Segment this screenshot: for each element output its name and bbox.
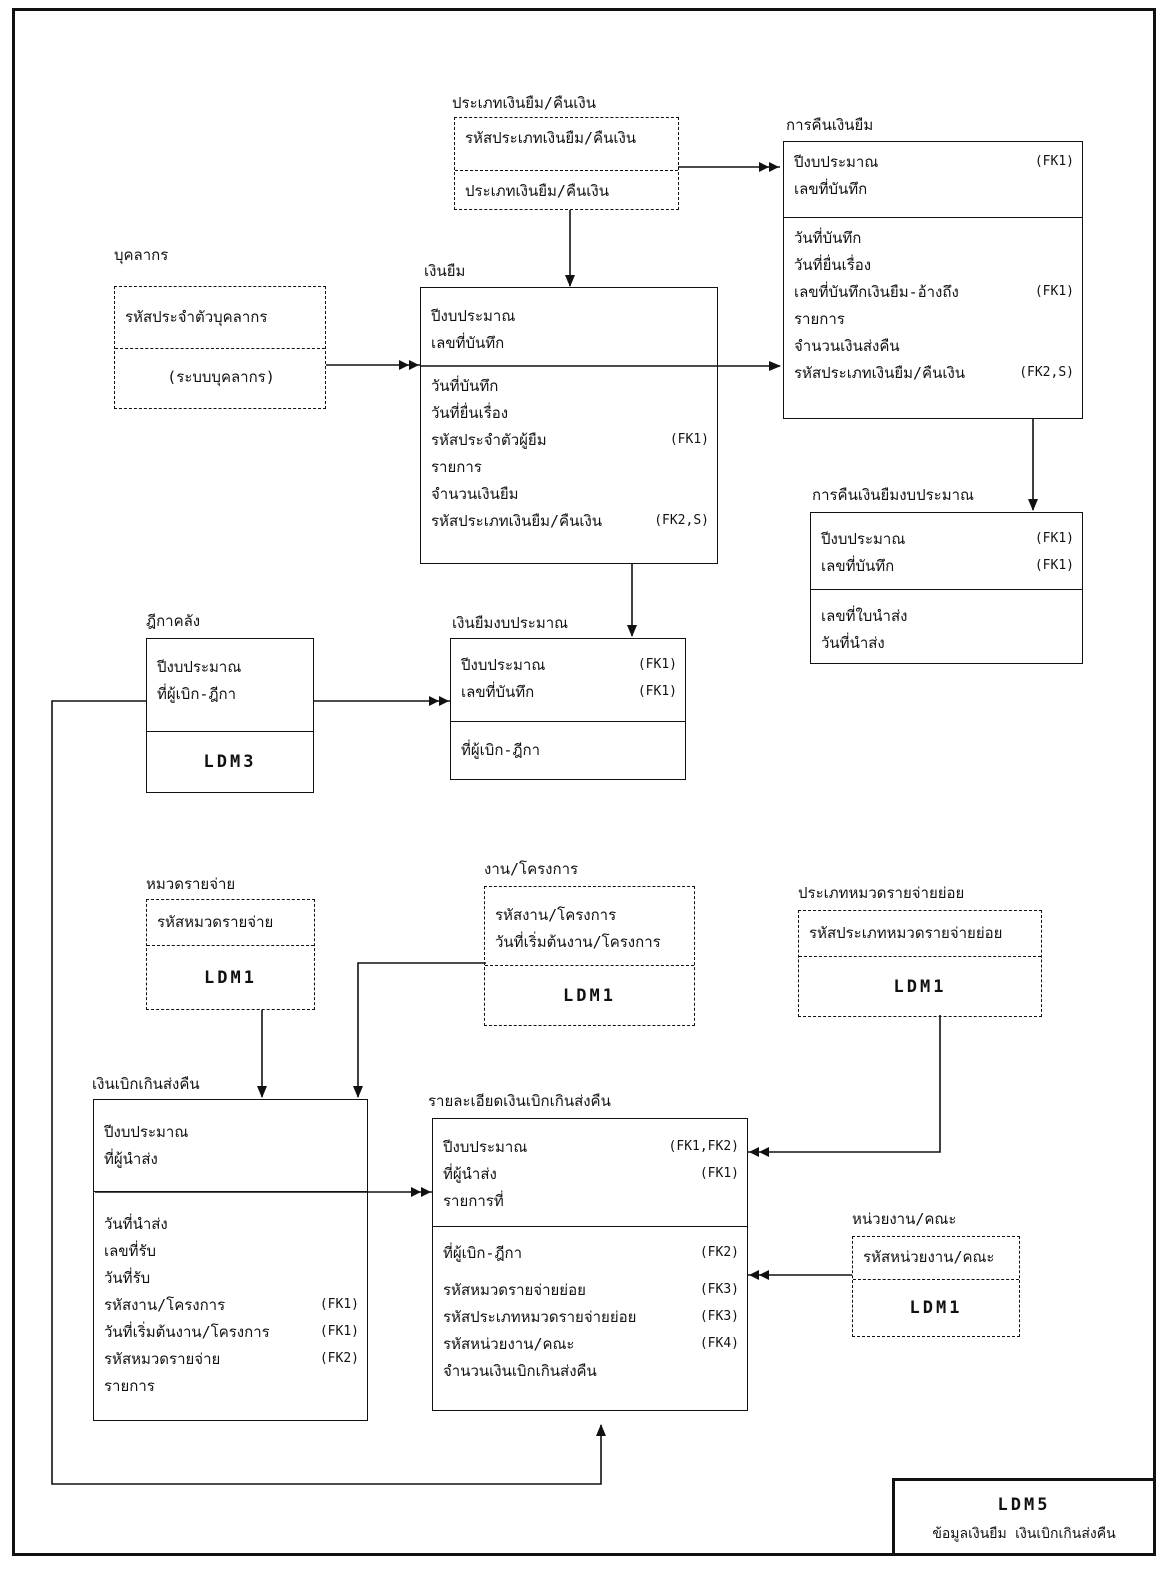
- entity-sub-expense-type: รหัสประเภทหมวดรายจ่ายย่อย LDM1: [798, 910, 1042, 1017]
- field: วันที่นำส่ง: [104, 1214, 168, 1233]
- ldm-reference: LDM1: [893, 976, 947, 997]
- entity-label-withdrawal: ฎีกาคลัง: [146, 612, 201, 630]
- diagram-code: LDM5: [997, 1495, 1051, 1515]
- ldm-reference: LDM1: [204, 967, 257, 988]
- field: รายการ: [431, 457, 482, 476]
- field: เลขที่บันทึก: [431, 333, 505, 352]
- field: ปีงบประมาณ: [431, 306, 516, 325]
- field: รหัสหน่วยงาน/คณะ(FK4): [443, 1334, 739, 1353]
- entity-label-expense-category: หมวดรายจ่าย: [146, 875, 236, 893]
- field: รหัสหมวดรายจ่าย(FK2): [104, 1349, 359, 1368]
- entity-withdrawal: ปีงบประมาณ ที่ผู้เบิก-ฎีกา LDM3: [146, 638, 314, 793]
- entity-label-loan-return-budget: การคืนเงินยืมงบประมาณ: [812, 486, 974, 504]
- field: ปีงบประมาณ(FK1,FK2): [443, 1137, 739, 1156]
- entity-label-project: งาน/โครงการ: [484, 860, 579, 878]
- field: ที่ผู้เบิก-ฎีกา: [461, 740, 541, 759]
- rel-project-overpayment: [353, 962, 486, 1098]
- field: วันที่บันทึก: [431, 376, 499, 395]
- entity-personnel: รหัสประจำตัวบุคลากร (ระบบบุคลากร): [114, 286, 326, 409]
- field: รหัสงาน/โครงการ(FK1): [104, 1295, 359, 1314]
- field: รหัสประเภทหมวดรายจ่ายย่อย: [809, 923, 1003, 942]
- field: รหัสประเภทเงินยืม/คืนเงิน(FK2,S): [794, 363, 1074, 382]
- field: รายการ: [794, 309, 845, 328]
- field: รหัสหมวดรายจ่ายย่อย(FK3): [443, 1280, 739, 1299]
- field: เลขที่รับ: [104, 1241, 157, 1260]
- field: จำนวนเงินยืม: [431, 484, 519, 503]
- entity-project: รหัสงาน/โครงการ วันที่เริ่มต้นงาน/โครงกา…: [484, 886, 695, 1026]
- field: ที่ผู้นำส่ง: [104, 1149, 158, 1168]
- field: วันที่รับ: [104, 1268, 151, 1287]
- ldm-reference: LDM3: [203, 751, 257, 772]
- field: เลขที่ใบนำส่ง: [821, 606, 908, 625]
- entity-loan-return-budget: ปีงบประมาณ(FK1) เลขที่บันทึก(FK1) เลขที่…: [810, 512, 1083, 664]
- diagram-title: ข้อมูลเงินยืม เงินเบิกเกินส่งคืน: [932, 1526, 1116, 1542]
- field: รหัสประเภทเงินยืม/คืนเงิน(FK2,S): [431, 511, 709, 530]
- rel-withdrawal-detail: [51, 700, 606, 1485]
- ldm-reference: LDM1: [909, 1297, 963, 1318]
- entity-label-sub-expense-type: ประเภทหมวดรายจ่ายย่อย: [798, 884, 965, 902]
- field: เลขที่บันทึก: [794, 179, 868, 198]
- entity-label-loan: เงินยืม: [424, 262, 466, 280]
- field: ปีงบประมาณ: [104, 1122, 189, 1141]
- entity-overpayment: ปีงบประมาณ ที่ผู้นำส่ง วันที่นำส่ง เลขที…: [93, 1099, 368, 1421]
- field: ที่ผู้นำส่ง(FK1): [443, 1164, 739, 1183]
- field: วันที่ยื่นเรื่อง: [794, 255, 872, 274]
- entity-expense-category: รหัสหมวดรายจ่าย LDM1: [146, 899, 315, 1010]
- entity-department: รหัสหน่วยงาน/คณะ LDM1: [852, 1236, 1020, 1337]
- entity-loan-return: ปีงบประมาณ(FK1) เลขที่บันทึก วันที่บันทึ…: [783, 141, 1083, 419]
- field: วันที่เริ่มต้นงาน/โครงการ: [495, 932, 661, 951]
- field: ที่ผู้เบิก-ฎีกา: [157, 684, 237, 703]
- rel-subexp-detail: [748, 1015, 941, 1157]
- field: จำนวนเงินเบิกเกินส่งคืน: [443, 1361, 597, 1380]
- entity-label-loan-type: ประเภทเงินยืม/คืนเงิน: [452, 94, 596, 112]
- entity-label-overpayment-detail: รายละเอียดเงินเบิกเกินส่งคืน: [428, 1092, 611, 1110]
- diagram-title-block: LDM5 ข้อมูลเงินยืม เงินเบิกเกินส่งคืน: [892, 1478, 1156, 1556]
- field: รหัสประจำตัวผู้ยืม(FK1): [431, 430, 709, 449]
- diagram-frame: [12, 8, 1156, 1556]
- field: ปีงบประมาณ(FK1): [821, 529, 1074, 548]
- field: รหัสประเภทเงินยืม/คืนเงิน: [465, 128, 637, 147]
- ldm-reference: LDM1: [563, 985, 616, 1006]
- entity-loan: ปีงบประมาณ เลขที่บันทึก วันที่บันทึก วัน…: [420, 287, 718, 564]
- field: ปีงบประมาณ(FK1): [461, 655, 677, 674]
- entity-label-overpayment: เงินเบิกเกินส่งคืน: [92, 1075, 200, 1093]
- entity-budget-loan: ปีงบประมาณ(FK1) เลขที่บันทึก(FK1) ที่ผู้…: [450, 638, 686, 780]
- field: วันที่นำส่ง: [821, 633, 885, 652]
- field: รหัสงาน/โครงการ: [495, 905, 617, 924]
- field: ปีงบประมาณ(FK1): [794, 152, 1074, 171]
- field: รหัสหน่วยงาน/คณะ: [863, 1247, 995, 1266]
- entity-overpayment-detail: ปีงบประมาณ(FK1,FK2) ที่ผู้นำส่ง(FK1) ราย…: [432, 1118, 748, 1411]
- entity-label-personnel: บุคลากร: [114, 246, 169, 264]
- field: วันที่ยื่นเรื่อง: [431, 403, 509, 422]
- field: เลขที่บันทึกเงินยืม-อ้างถึง(FK1): [794, 282, 1074, 301]
- field: เลขที่บันทึก(FK1): [461, 682, 677, 701]
- entity-label-loan-return: การคืนเงินยืม: [786, 116, 874, 134]
- field: ที่ผู้เบิก-ฎีกา(FK2): [443, 1243, 739, 1262]
- field: เลขที่บันทึก(FK1): [821, 556, 1074, 575]
- field: รหัสประจำตัวบุคลากร: [125, 307, 268, 326]
- field: จำนวนเงินส่งคืน: [794, 336, 900, 355]
- entity-label-budget-loan: เงินยืมงบประมาณ: [452, 614, 569, 632]
- field: รายการ: [104, 1376, 155, 1395]
- field: รหัสหมวดรายจ่าย: [157, 912, 274, 931]
- entity-loan-type: รหัสประเภทเงินยืม/คืนเงิน ประเภทเงินยืม/…: [454, 117, 679, 210]
- field: (ระบบบุคลากร): [167, 367, 275, 386]
- field: รายการที่: [443, 1191, 504, 1210]
- field: วันที่เริ่มต้นงาน/โครงการ(FK1): [104, 1322, 359, 1341]
- field: ปีงบประมาณ: [157, 657, 242, 676]
- field: รหัสประเภทหมวดรายจ่ายย่อย(FK3): [443, 1307, 739, 1326]
- field: ประเภทเงินยืม/คืนเงิน: [465, 181, 609, 200]
- field: วันที่บันทึก: [794, 228, 862, 247]
- entity-label-department: หน่วยงาน/คณะ: [852, 1210, 957, 1228]
